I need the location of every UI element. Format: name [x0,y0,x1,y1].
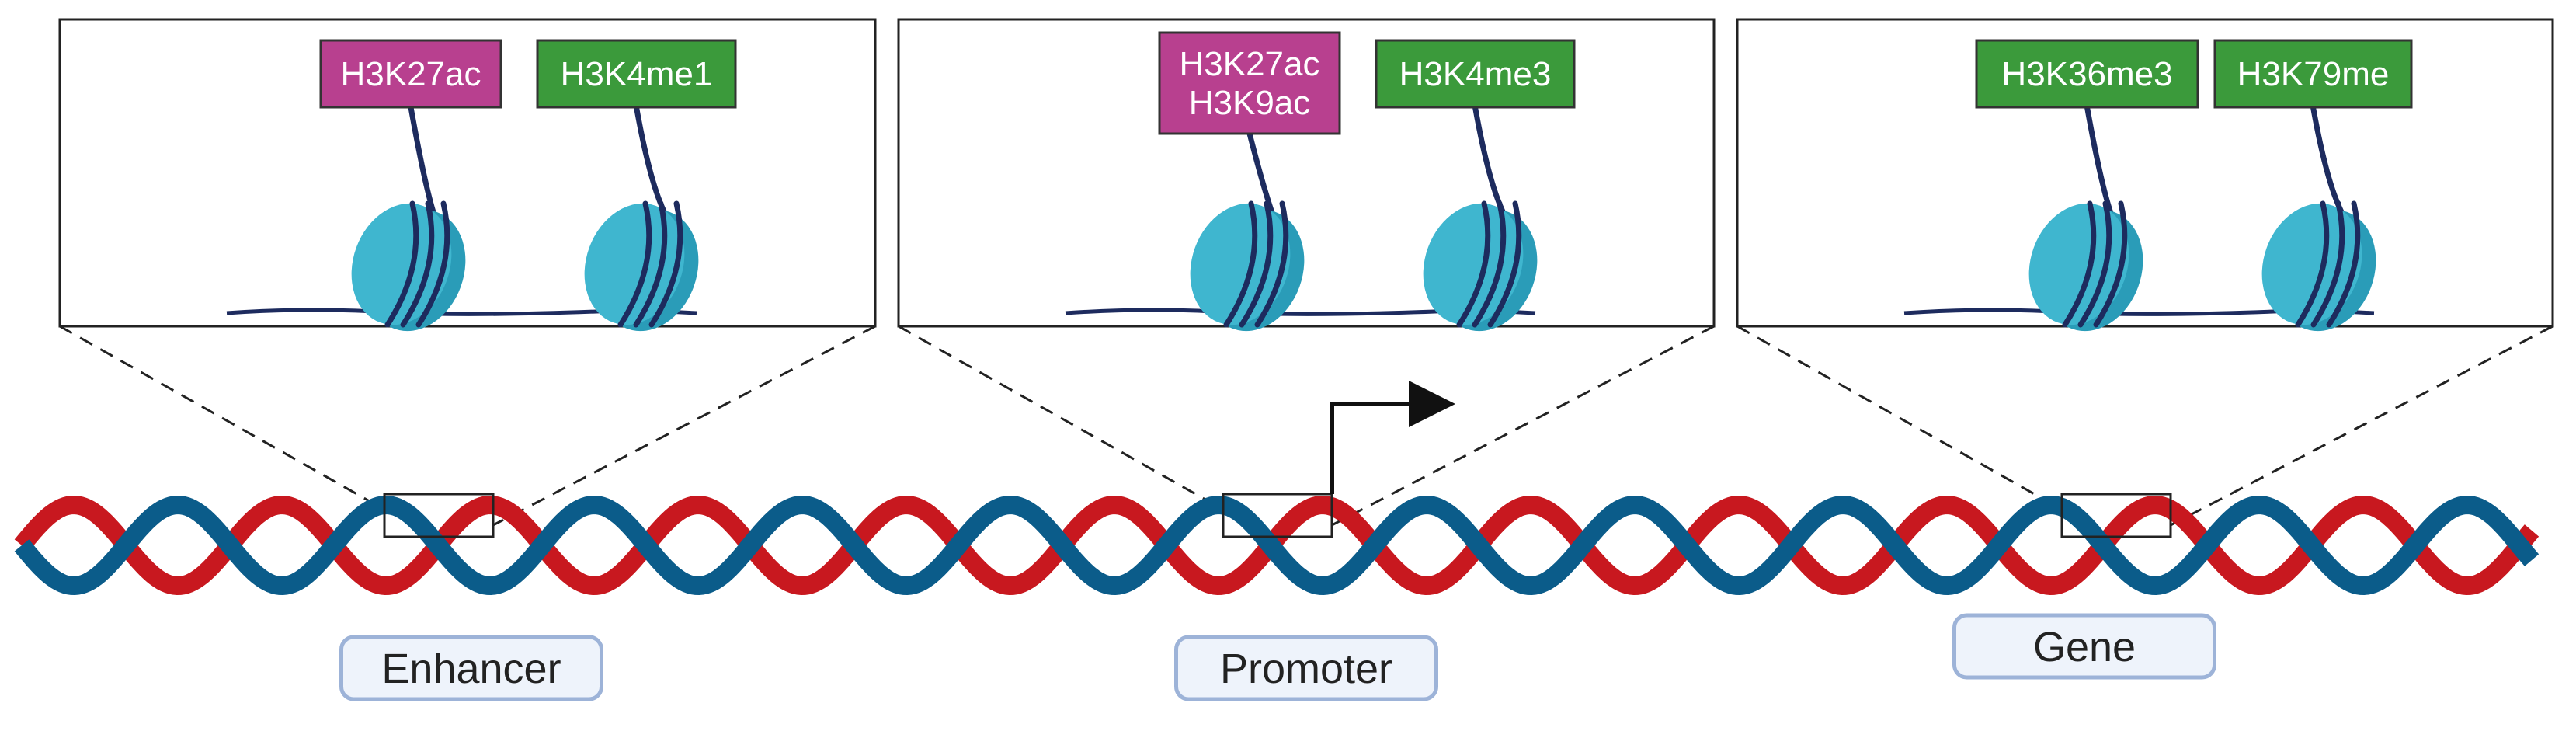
histone-mark-label: H3K4me3 [1399,55,1552,93]
region-callouts [383,493,2172,538]
zoom-line-right [492,325,876,527]
acetylation-mark-tag: H3K27ac [319,39,502,109]
zoom-line-left [1736,325,2063,511]
nucleosome-icon [1190,200,1305,332]
region-callout-box [383,493,495,538]
zoom-line-right [2170,325,2553,527]
nucleosome-icon [584,200,699,332]
dna-helix [14,495,2539,596]
region-label-text: Enhancer [381,646,561,692]
histone-mark-label: H3K9ac [1189,84,1311,122]
nucleosome-icon [2261,200,2376,332]
nucleosome-icon [2028,200,2143,332]
region-labels: Enhancer Promoter Gene [339,613,2216,701]
histone-mark-label: H3K79me [2237,55,2390,93]
zoom-line-right [1331,325,1715,527]
region-label-enhancer: Enhancer [339,635,603,701]
nucleosome-icon [1423,200,1538,332]
region-label-text: Promoter [1220,646,1392,692]
tss-arrow [1330,381,1455,494]
histone-mark-label: H3K27ac [340,55,481,93]
nucleosome-icon [351,200,466,332]
region-label-promoter: Promoter [1174,635,1438,701]
region-label-gene: Gene [1952,613,2216,680]
methylation-mark-tag: H3K79me [2213,39,2413,109]
histone-mark-label: H3K27ac [1179,45,1319,83]
methylation-mark-tag: H3K36me3 [1975,39,2199,109]
region-callout-box [1222,493,1333,538]
transcription-start-arrow-icon [1330,381,1455,494]
panel-1: H3K27ac H3K4me1 [58,18,877,332]
methylation-mark-tag: H3K4me1 [536,39,737,109]
zoom-line-left [59,325,385,511]
dna-strand-blue [14,495,2539,596]
zoom-guide-lines [59,325,2553,527]
methylation-mark-tag: H3K4me3 [1375,39,1576,109]
region-callout-box [2060,493,2172,538]
zoom-line-left [898,325,1224,511]
region-label-text: Gene [2033,624,2136,670]
histone-mark-label: H3K36me3 [2001,55,2172,93]
panel-3: H3K36me3 H3K79me [1736,18,2554,332]
histone-mark-label: H3K4me1 [561,55,713,93]
